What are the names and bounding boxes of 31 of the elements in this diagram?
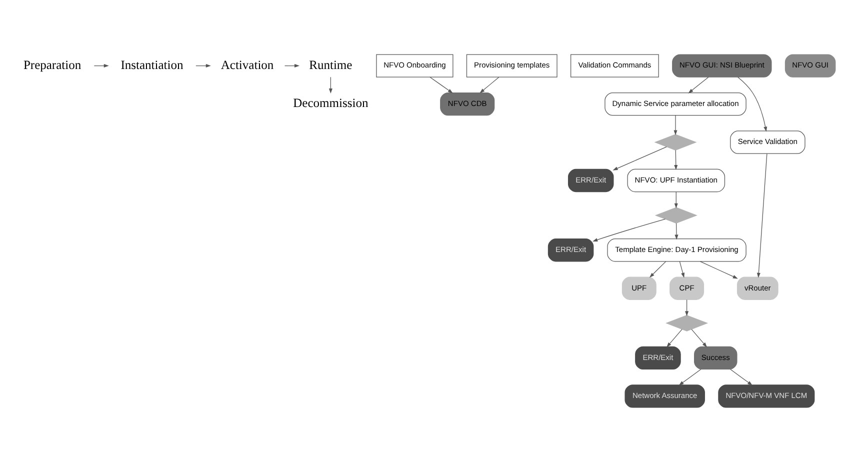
arrow [679, 261, 684, 278]
arrow [674, 115, 678, 136]
arrow [685, 299, 689, 316]
arrow [691, 329, 708, 348]
arrow [612, 146, 667, 170]
node-diamond [666, 315, 708, 332]
arrow [196, 64, 211, 68]
arrow [737, 76, 768, 132]
arrow [674, 222, 678, 240]
arrow [666, 329, 682, 348]
arrow [284, 64, 300, 68]
node-text: Runtime [309, 58, 352, 72]
arrow [700, 261, 738, 279]
node-diamond [654, 207, 698, 224]
arrow [756, 153, 768, 278]
arrow [674, 150, 678, 170]
node-text: Decommission [293, 96, 368, 110]
node-text: Preparation [23, 58, 82, 72]
arrow [328, 76, 332, 94]
arrow [688, 76, 709, 94]
arrow [94, 64, 109, 68]
node-text: Activation [220, 58, 274, 72]
arrow [430, 76, 453, 94]
arrow [649, 261, 666, 278]
arrow [730, 368, 753, 386]
arrow [592, 218, 666, 242]
node-diamond [654, 134, 697, 150]
node-text: Instantiation [120, 58, 184, 72]
arrow [678, 368, 702, 386]
arrow [480, 76, 500, 94]
arrow [674, 192, 678, 208]
